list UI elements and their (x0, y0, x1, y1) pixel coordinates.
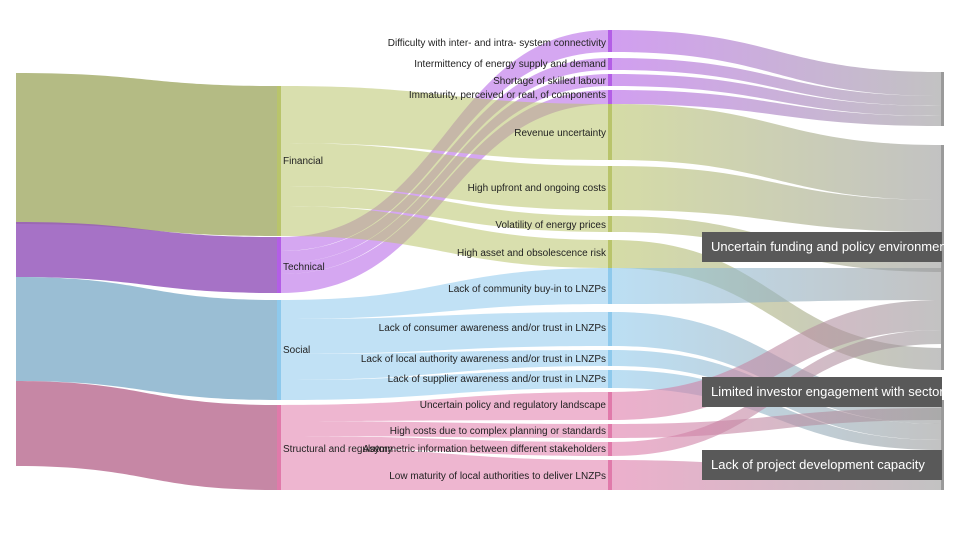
barrier-label: High upfront and ongoing costs (468, 183, 606, 194)
barrier-node (608, 370, 612, 388)
barrier-outcome-flow (612, 90, 942, 126)
category-barrier-flow (281, 421, 610, 438)
barrier-node (608, 166, 612, 210)
category-labels: Financial Technical Social Structural an… (283, 156, 393, 455)
barrier-outcome-flow (612, 74, 942, 116)
category-barrier-flow (281, 206, 610, 268)
barrier-label: Lack of consumer awareness and/or trust … (379, 323, 606, 334)
category-barrier-flow (281, 370, 610, 400)
category-node-structural (277, 405, 281, 490)
barrier-label: Low maturity of local authorities to del… (389, 471, 606, 482)
category-barrier-flow (281, 350, 610, 380)
barrier-node (608, 74, 612, 86)
category-barrier-flow (281, 143, 610, 210)
category-barrier-flow (281, 447, 610, 490)
barrier-labels: Difficulty with inter- and intra- system… (361, 38, 607, 482)
barrier-label: High asset and obsolescence risk (457, 248, 607, 259)
category-node-financial (277, 86, 281, 236)
barrier-label: Lack of local authority awareness and/or… (361, 354, 606, 365)
category-barrier-flow (281, 392, 610, 421)
source-flow-technical (16, 222, 277, 293)
barrier-label: Intermittency of energy supply and deman… (414, 59, 606, 70)
category-label-social: Social (283, 345, 310, 356)
barrier-label: Difficulty with inter- and intra- system… (388, 38, 606, 49)
barrier-outcome-flow (612, 166, 942, 232)
barrier-node (608, 424, 612, 438)
category-node-social (277, 300, 281, 400)
outcome-box-investor: Limited investor engagement with sector (702, 377, 944, 407)
category-barrier-flow (281, 436, 610, 456)
barrier-node (608, 442, 612, 456)
barrier-label: High costs due to complex planning or st… (390, 426, 606, 437)
outcome-node-bar (941, 400, 944, 490)
barrier-node (608, 350, 612, 366)
category-barrier-flow (281, 86, 610, 160)
barrier-node (608, 268, 612, 304)
barrier-label: Lack of supplier awareness and/or trust … (388, 374, 606, 385)
barrier-node (608, 30, 612, 52)
barrier-outcome-flow (612, 268, 942, 304)
barrier-label: Asymmetric information between different… (363, 444, 606, 455)
category-label-technical: Technical (283, 262, 325, 273)
barrier-node (608, 216, 612, 232)
outcome-box-capacity: Lack of project development capacity (702, 450, 942, 480)
outcome-node-bar (941, 72, 944, 126)
source-flow-structural (16, 381, 277, 490)
barrier-label: Lack of community buy-in to LNZPs (448, 284, 606, 295)
category-node-technical (277, 237, 281, 293)
source-flow-social (16, 277, 277, 400)
barrier-label: Volatility of energy prices (495, 220, 606, 231)
barrier-node (608, 90, 612, 104)
barrier-label: Immaturity, perceived or real, of compon… (409, 90, 606, 101)
barrier-node (608, 392, 612, 420)
outcome-box-funding: Uncertain funding and policy environment (702, 232, 950, 262)
barrier-outcome-flow (612, 104, 942, 200)
barrier-node (608, 312, 612, 346)
barrier-label: Uncertain policy and regulatory landscap… (420, 400, 607, 411)
category-label-structural: Structural and regulatory (283, 444, 393, 455)
barrier-label: Shortage of skilled labour (493, 76, 607, 87)
barrier-node (608, 460, 612, 490)
barrier-outcome-flow (612, 58, 942, 106)
outcome-node-bar (941, 145, 944, 370)
barrier-node (608, 58, 612, 70)
barrier-outcome-flow (612, 300, 942, 420)
barrier-node (608, 104, 612, 160)
category-barrier-flow (281, 268, 610, 319)
barrier-outcome-flow (612, 30, 942, 96)
barrier-node (608, 240, 612, 268)
category-barrier-flow (281, 186, 610, 232)
barrier-label: Revenue uncertainty (514, 128, 606, 139)
nodes (277, 30, 944, 490)
source-flow-financial (16, 73, 277, 236)
category-barrier-flow (281, 312, 610, 354)
category-label-financial: Financial (283, 156, 323, 167)
